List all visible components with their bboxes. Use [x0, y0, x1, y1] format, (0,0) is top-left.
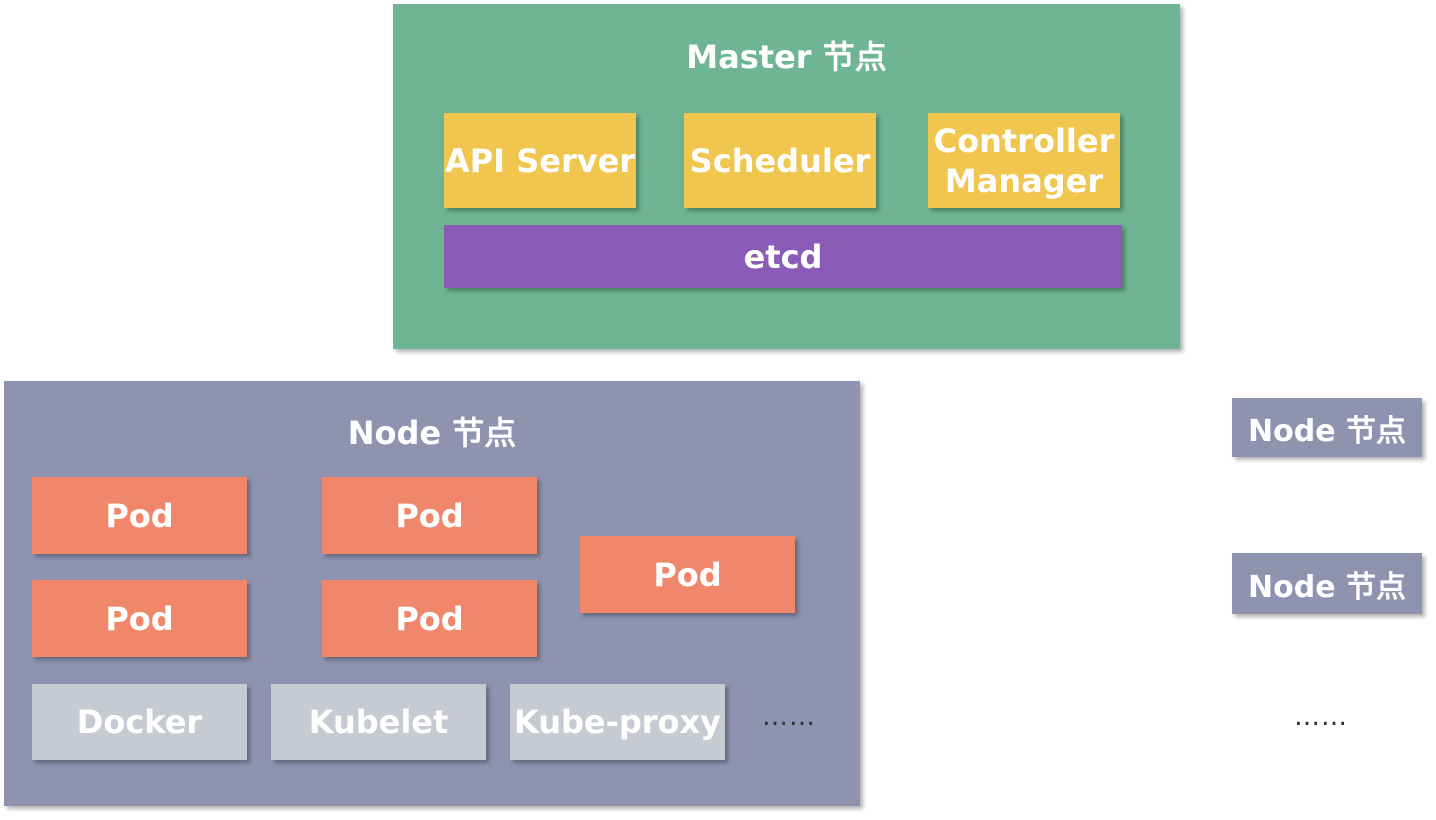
controller-manager-label-line1: Controller [933, 121, 1115, 160]
controller-manager-label-line2: Manager [944, 161, 1104, 200]
other-node-label: Node 节点 [1248, 569, 1406, 605]
pod-label: Pod [395, 599, 464, 638]
pod-box: Pod [322, 477, 537, 554]
worker-node-title: Node 节点 [347, 414, 517, 452]
pod-box: Pod [322, 580, 537, 657]
other-node-box: Node 节点 [1232, 398, 1422, 457]
kubelet-label: Kubelet [308, 703, 449, 741]
pod-label: Pod [105, 599, 174, 638]
pod-label: Pod [395, 496, 464, 535]
pod-box: Pod [32, 580, 247, 657]
controller-manager-box: Controller Manager [928, 113, 1120, 208]
pod-box: Pod [32, 477, 247, 554]
kube-proxy-label: Kube-proxy [513, 703, 722, 741]
kubelet-box: Kubelet [271, 684, 486, 760]
docker-label: Docker [76, 703, 203, 741]
other-node-box: Node 节点 [1232, 553, 1422, 614]
pod-label: Pod [653, 555, 722, 594]
kube-proxy-box: Kube-proxy [510, 684, 725, 760]
pod-label: Pod [105, 496, 174, 535]
api-server-box: API Server [444, 113, 636, 208]
pod-box: Pod [580, 536, 795, 613]
other-node-label: Node 节点 [1248, 413, 1406, 449]
api-server-label: API Server [444, 141, 636, 180]
etcd-label: etcd [743, 237, 823, 276]
docker-box: Docker [32, 684, 247, 760]
scheduler-label: Scheduler [689, 141, 871, 180]
master-node-title: Master 节点 [686, 38, 887, 76]
scheduler-box: Scheduler [684, 113, 876, 208]
etcd-box: etcd [444, 225, 1122, 288]
more-nodes-ellipsis: …… [1294, 702, 1348, 732]
more-components-ellipsis: …… [762, 702, 816, 732]
